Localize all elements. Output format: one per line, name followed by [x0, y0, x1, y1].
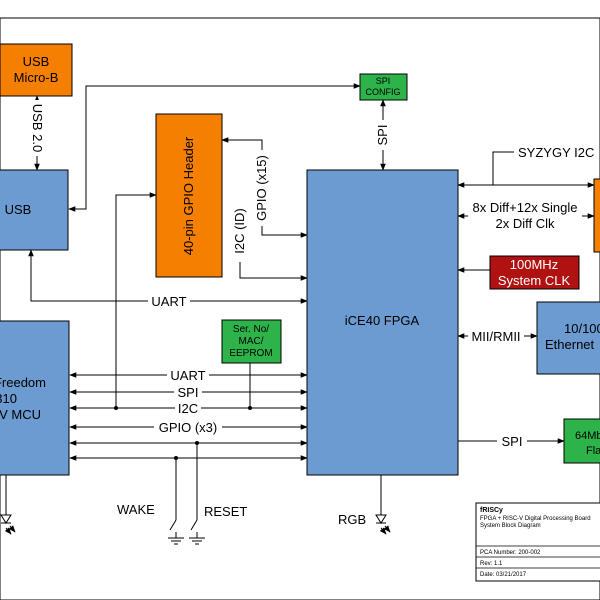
clk-block: 100MHz System CLK — [489, 255, 580, 290]
mcu-box — [0, 320, 70, 476]
diff-clk-label: 2x Diff Clk — [496, 216, 555, 231]
ethernet-line1: 10/100 — [564, 321, 600, 336]
spi-config-box — [359, 73, 408, 101]
mcu-line1: Freedom — [0, 375, 46, 390]
title-block-date: Date: 03/21/2017 — [480, 572, 527, 578]
title-block-line2: System Block Diagram — [480, 523, 541, 529]
usb-micro-b-line2: Micro-B — [14, 70, 59, 85]
eeprom-line2: MAC/ — [239, 336, 264, 347]
title-block-pca: PCA Number: 200-002 — [480, 550, 541, 556]
spi-config-line1: SPI — [376, 76, 391, 86]
gpio-header-block: 40-pin GPIO Header — [155, 113, 223, 278]
fpga-box — [306, 169, 459, 476]
mcu-line3: V MCU — [0, 407, 41, 422]
flash-line2: Fla — [586, 445, 600, 457]
bus-uart-label: UART — [170, 368, 205, 383]
gpio-header-label: 40-pin GPIO Header — [181, 136, 196, 255]
flash-spi-label: SPI — [502, 434, 523, 449]
bus-gpio-label: GPIO (x3) — [159, 420, 218, 435]
fpga-label: iCE40 FPGA — [345, 313, 420, 328]
spi-config-link-label: SPI — [375, 125, 390, 146]
title-block: fRISCy FPGA + RISC-V Digital Processing … — [475, 502, 600, 582]
syzygy-connector-box — [593, 178, 600, 253]
eeprom-line3: EEPROM — [229, 348, 272, 359]
usb-block: USB — [0, 169, 69, 251]
clk-line2: System CLK — [498, 273, 571, 288]
usb-label: USB — [5, 202, 32, 217]
usb-uart-label: UART — [151, 294, 186, 309]
ethernet-box — [536, 301, 600, 375]
title-block-line1: FPGA + RISC-V Digital Processing Board — [480, 516, 591, 522]
bus-i2c-label: I2C — [178, 401, 198, 416]
clk-line1: 100MHz — [510, 257, 558, 272]
i2c-id-label: I2C (ID) — [232, 208, 247, 254]
mcu-line2: 310 — [0, 391, 17, 406]
usb-micro-b-block: USB Micro-B — [0, 43, 73, 97]
wake-label: WAKE — [117, 502, 155, 517]
gpio-x15-label: GPIO (x15) — [254, 155, 269, 221]
usb-box — [0, 169, 69, 251]
rgb-label: RGB — [338, 512, 366, 527]
eeprom-line1: Ser. No/ — [233, 324, 269, 335]
eeprom-box — [221, 319, 282, 364]
mcu-block: Freedom 310 V MCU — [0, 320, 70, 476]
syzygy-i2c-label: SYZYGY I2C — [518, 145, 594, 160]
ethernet-line2: Ethernet — [545, 337, 595, 352]
bus-spi-label: SPI — [178, 385, 199, 400]
reset-label: RESET — [204, 504, 247, 519]
spi-config-line2: CONFIG — [366, 87, 401, 97]
title-block-rev: Rev: 1.1 — [480, 561, 503, 567]
ethernet-block: 10/100 Ethernet — [536, 301, 600, 375]
flash-block: 64Mb Fla — [563, 418, 600, 464]
gpio-header-box — [155, 113, 223, 278]
diff-single-label: 8x Diff+12x Single — [473, 200, 578, 215]
spi-config-block: SPI CONFIG — [359, 73, 408, 101]
flash-line1: 64Mb — [575, 430, 600, 442]
mii-rmii-label: MII/RMII — [471, 329, 520, 344]
title-block-title: fRISCy — [480, 507, 503, 514]
flash-box — [563, 418, 600, 464]
usb-micro-b-line1: USB — [23, 54, 50, 69]
connections — [0, 83, 595, 545]
fpga-block: iCE40 FPGA — [306, 169, 459, 476]
wire-labels: USB 2.0 SPI GPIO (x15) I2C (ID) SYZYGY I… — [30, 100, 594, 527]
eeprom-block: Ser. No/ MAC/ EEPROM — [221, 319, 282, 364]
page-frame — [0, 17, 600, 600]
usb20-label: USB 2.0 — [30, 104, 45, 152]
usb-micro-b-box — [0, 43, 73, 97]
clk-box — [489, 255, 580, 290]
